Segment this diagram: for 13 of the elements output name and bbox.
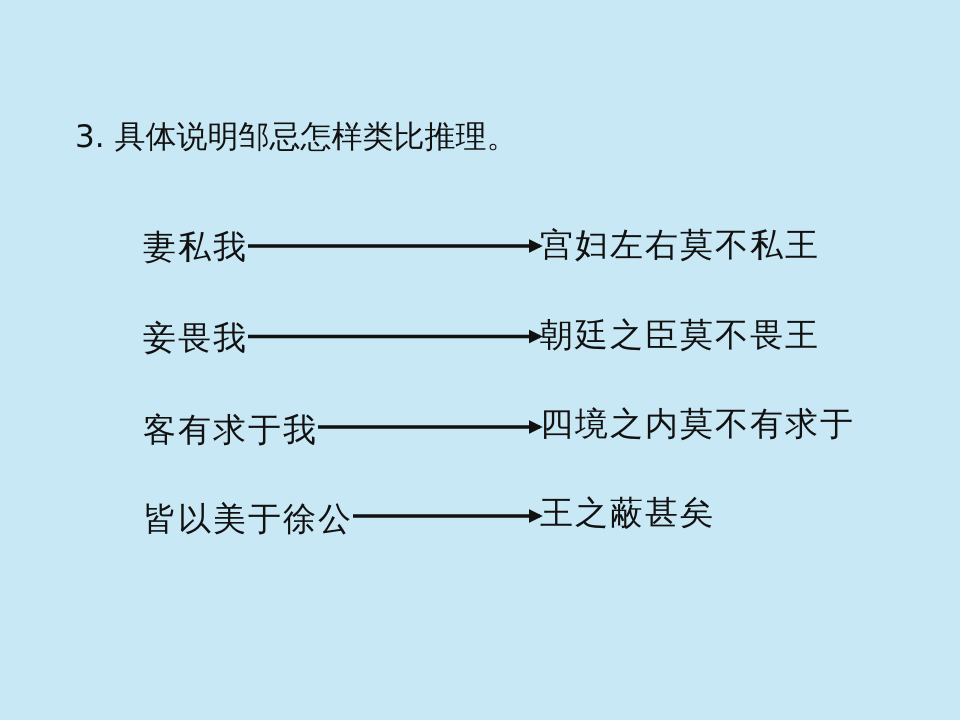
arrow: [353, 509, 543, 523]
phrase-text: 王之蔽甚矣: [540, 492, 715, 534]
arrow: [318, 420, 543, 434]
heading: 3. 具体说明邹忌怎样类比推理。: [75, 118, 518, 157]
phrase-text: 宫妇左右莫不私王: [540, 224, 820, 266]
phrase-text: 朝廷之臣莫不畏王: [540, 314, 820, 356]
phrase-text: 妻私我: [143, 226, 248, 268]
arrow: [248, 330, 543, 344]
phrase-text: 妾畏我: [143, 316, 248, 358]
phrase-text: 皆以美于徐公: [143, 498, 353, 540]
phrase-text: 四境之内莫不有求于: [540, 402, 855, 444]
phrase-text: 客有求于我: [143, 408, 318, 450]
arrow: [248, 239, 543, 253]
